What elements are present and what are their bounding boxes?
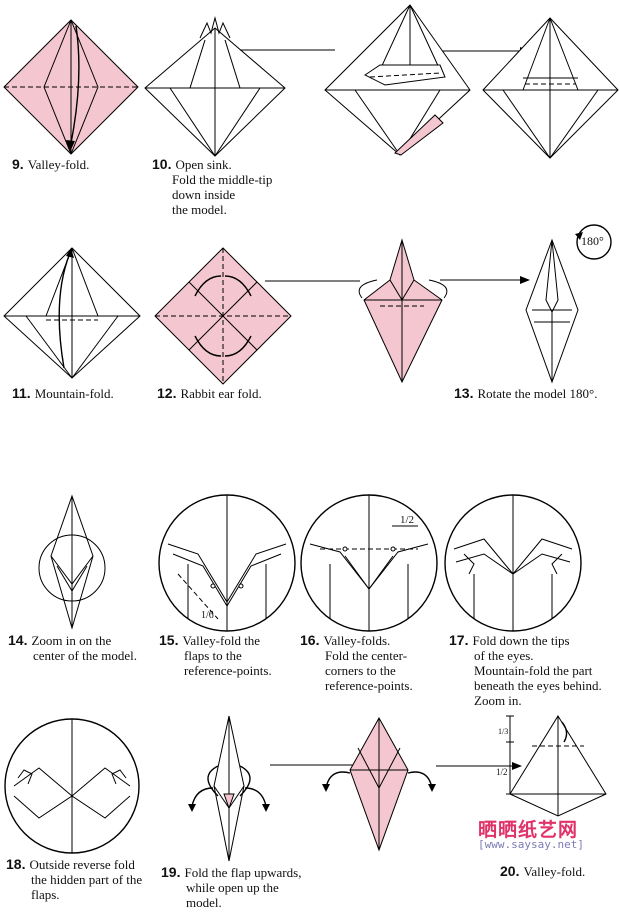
step-text: Valley-fold the	[182, 633, 260, 648]
step-10-caption: 10. Open sink. Fold the middle-tip down i…	[152, 157, 272, 217]
step-text: Valley-folds.	[323, 633, 390, 648]
step-18-diagram	[4, 718, 140, 854]
step-number: 10.	[152, 156, 171, 172]
step-number: 18.	[6, 856, 25, 872]
step-12-caption: 12. Rabbit ear fold.	[157, 386, 262, 401]
step-13-caption: 13. Rotate the model 180°.	[454, 386, 597, 401]
step-text: the model.	[172, 202, 272, 217]
step-number: 15.	[159, 632, 178, 648]
step-text: Fold the flap upwards,	[184, 865, 301, 880]
step-16-caption: 16. Valley-folds. Fold the center- corner…	[300, 633, 413, 693]
step-text: Fold the middle-tip	[172, 172, 272, 187]
step-11-caption: 11. Mountain-fold.	[12, 386, 114, 401]
step-15-caption: 15. Valley-fold the flaps to the referenc…	[159, 633, 272, 678]
rotate-label: 180°	[581, 234, 604, 249]
step-20-diagram	[496, 716, 614, 816]
step-text: center of the model.	[33, 648, 137, 663]
step-text: Fold the center-	[325, 648, 413, 663]
step-text: Fold down the tips	[472, 633, 569, 648]
fraction-label: 1/6	[201, 608, 214, 623]
step-text: flaps.	[31, 887, 142, 902]
step-text: Outside reverse fold	[29, 857, 134, 872]
step-17-diagram	[444, 494, 582, 632]
step-text: while open up the	[186, 880, 301, 895]
step-19-diagram	[188, 716, 270, 861]
step-14-caption: 14. Zoom in on the center of the model.	[8, 633, 137, 663]
step-text: Valley-fold.	[28, 157, 90, 172]
step-text: model.	[186, 895, 301, 910]
sequence-arrow	[265, 276, 365, 286]
fraction-label: 1/2	[496, 765, 508, 780]
step-19-result-diagram	[318, 718, 440, 850]
fraction-label: 1/2	[400, 513, 414, 528]
step-text: reference-points.	[184, 663, 272, 678]
sequence-arrow	[440, 274, 532, 286]
step-19-caption: 19. Fold the flap upwards, while open up …	[161, 865, 301, 910]
step-text: Zoom in.	[474, 693, 602, 708]
step-number: 20.	[500, 863, 519, 879]
step-10-intermediate-diagram	[325, 5, 470, 155]
fraction-label: 1/3	[498, 724, 508, 739]
step-number: 13.	[454, 385, 473, 401]
step-11-diagram	[4, 248, 140, 378]
step-number: 19.	[161, 864, 180, 880]
step-text: Mountain-fold.	[35, 386, 114, 401]
step-text: Open sink.	[175, 157, 231, 172]
step-number: 11.	[12, 385, 31, 401]
step-10-result-diagram	[483, 18, 618, 158]
step-text: flaps to the	[184, 648, 272, 663]
step-16-diagram	[300, 494, 438, 632]
step-10-diagram	[145, 18, 285, 158]
step-number: 9.	[12, 156, 24, 172]
step-17-caption: 17. Fold down the tips of the eyes. Mount…	[449, 633, 602, 708]
step-9-caption: 9. Valley-fold.	[12, 157, 89, 172]
step-text: of the eyes.	[474, 648, 602, 663]
step-13-diagram	[526, 240, 578, 382]
step-text: Rotate the model 180°.	[477, 386, 597, 401]
step-number: 12.	[157, 385, 176, 401]
step-9-diagram	[4, 20, 138, 154]
step-text: Mountain-fold the part	[474, 663, 602, 678]
step-number: 17.	[449, 632, 468, 648]
step-text: Rabbit ear fold.	[180, 386, 261, 401]
step-18-caption: 18. Outside reverse fold the hidden part …	[6, 857, 142, 902]
step-number: 14.	[8, 632, 27, 648]
step-text: down inside	[172, 187, 272, 202]
watermark-url: [www.saysay.net]	[478, 838, 584, 851]
step-text: reference-points.	[325, 678, 413, 693]
step-text: corners to the	[325, 663, 413, 678]
step-number: 16.	[300, 632, 319, 648]
step-text: beneath the eyes behind.	[474, 678, 602, 693]
step-12-result-diagram	[352, 240, 454, 382]
step-text: the hidden part of the	[31, 872, 142, 887]
step-text: Zoom in on the	[31, 633, 111, 648]
step-14-diagram	[35, 496, 109, 628]
step-12-diagram	[155, 248, 291, 384]
step-20-caption: 20. Valley-fold.	[500, 864, 585, 879]
step-15-diagram	[158, 494, 296, 632]
step-text: Valley-fold.	[523, 864, 585, 879]
